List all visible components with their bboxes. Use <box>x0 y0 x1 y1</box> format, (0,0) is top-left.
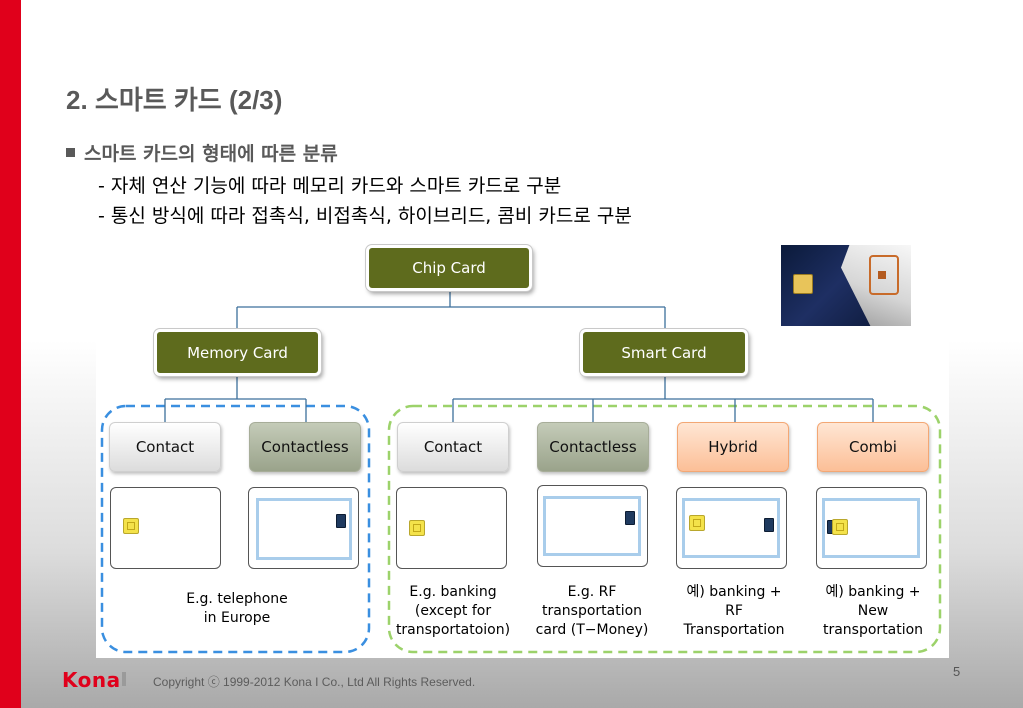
contact-chip-icon <box>409 520 425 536</box>
smart-contact-box: Contact <box>397 422 509 472</box>
caption-line: E.g. banking <box>409 584 497 600</box>
sub-point-2: - 통신 방식에 따라 접촉식, 비접촉식, 하이브리드, 콤비 카드로 구분 <box>98 205 632 227</box>
sub-point-1: - 자체 연산 기능에 따라 메모리 카드와 스마트 카드로 구분 <box>98 175 562 197</box>
smart-contactless-card <box>537 485 648 567</box>
smart-card-box: Smart Card <box>580 329 748 376</box>
caption-line: (except for <box>414 603 492 619</box>
caption-line: Transportation <box>683 622 785 638</box>
square-bullet-icon <box>66 148 75 157</box>
smart-contact-card <box>396 487 507 569</box>
hybrid-card <box>676 487 787 569</box>
caption-line: card (T−Money) <box>535 622 649 638</box>
antenna-coil-icon <box>869 255 899 295</box>
smart-contactless-caption: E.g. RF transportation card (T−Money) <box>522 583 662 640</box>
memory-group-outline <box>100 404 371 654</box>
chip-card-box: Chip Card <box>366 245 532 291</box>
contact-chip-icon <box>689 515 705 531</box>
memory-contactless-card <box>248 487 359 569</box>
kona-logo: Kona <box>62 668 121 692</box>
rf-chip-icon <box>336 514 346 528</box>
antenna-coil <box>822 498 920 558</box>
logo-mark-icon <box>122 672 126 686</box>
diagram-connectors <box>100 290 942 654</box>
caption-line: E.g. telephone <box>186 591 288 607</box>
caption-line: transportation <box>541 603 643 619</box>
rf-chip-icon <box>764 518 774 532</box>
copyright-text: Copyright ⓒ 1999-2012 Kona I Co., Ltd Al… <box>153 675 476 689</box>
left-accent-bar <box>0 0 21 708</box>
memory-contact-box: Contact <box>109 422 221 472</box>
rf-chip-icon <box>878 271 886 279</box>
caption-line: E.g. RF <box>567 584 617 600</box>
smart-card-photo <box>781 245 911 326</box>
caption-line: in Europe <box>203 610 271 626</box>
smart-contactless-box: Contactless <box>537 422 649 472</box>
caption-line: RF <box>725 603 743 619</box>
rf-chip-icon <box>625 511 635 525</box>
hybrid-caption: 예) banking + RF Transportation <box>664 583 804 640</box>
contact-chip-icon <box>123 518 139 534</box>
hybrid-box: Hybrid <box>677 422 789 472</box>
chip-icon <box>793 274 813 294</box>
slide-title: 2. 스마트 카드 (2/3) <box>66 85 283 115</box>
caption-line: 예) banking + <box>686 584 782 600</box>
caption-line: 예) banking + <box>825 584 921 600</box>
combi-card <box>816 487 927 569</box>
antenna-coil <box>256 498 352 560</box>
memory-contactless-box: Contactless <box>249 422 361 472</box>
antenna-coil <box>682 498 780 558</box>
combi-box: Combi <box>817 422 929 472</box>
memory-card-box: Memory Card <box>154 329 321 376</box>
smart-group-outline <box>387 404 942 654</box>
page-number: 5 <box>953 664 961 679</box>
combi-caption: 예) banking + New transportation <box>808 583 938 640</box>
memory-contact-card <box>110 487 221 569</box>
caption-line: New <box>857 603 889 619</box>
bullet-text: 스마트 카드의 형태에 따른 분류 <box>84 143 338 165</box>
caption-line: transportation <box>822 622 924 638</box>
memory-caption: E.g. telephone in Europe <box>152 590 322 628</box>
chip-card-diagram: Chip Card Memory Card Smart Card Contact… <box>96 234 949 658</box>
bullet-heading: 스마트 카드의 형태에 따른 분류 <box>66 139 338 166</box>
smart-contact-caption: E.g. banking (except for transportatoion… <box>382 583 524 640</box>
antenna-coil <box>543 496 641 556</box>
caption-line: transportatoion) <box>395 622 511 638</box>
contact-chip-icon <box>832 519 848 535</box>
